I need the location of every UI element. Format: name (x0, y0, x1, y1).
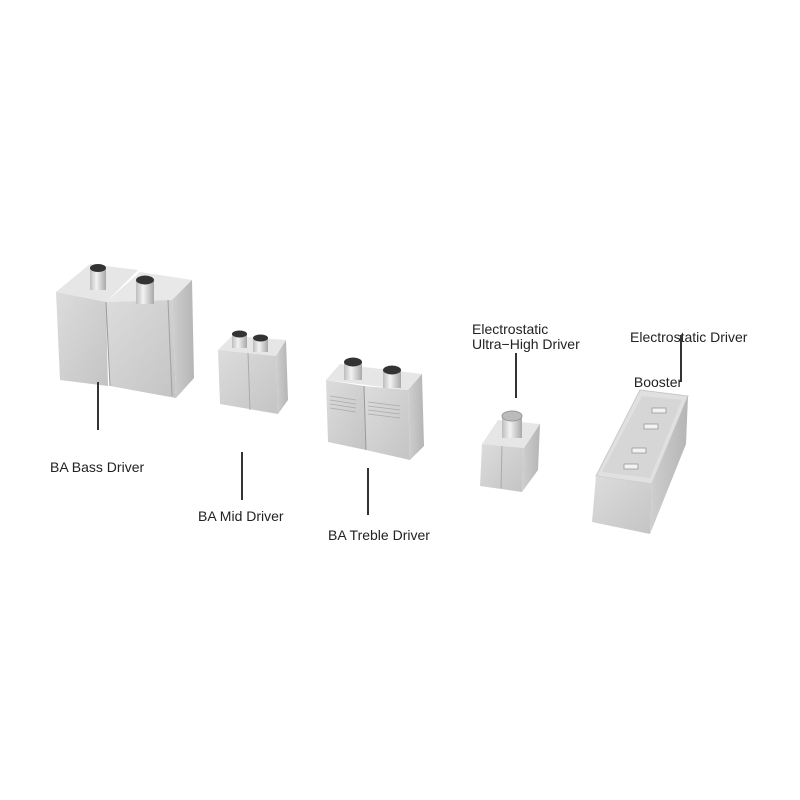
electrostatic-ultra-high-driver (480, 410, 540, 492)
electrostatic-driver-booster (592, 389, 689, 534)
label-ba-mid-driver: BA Mid Driver (198, 508, 284, 524)
label-electrostatic-driver-booster: Electrostatic Driver Booster (630, 300, 747, 405)
ba-bass-driver (56, 264, 194, 398)
label-line-1: Electrostatic Driver (630, 329, 748, 345)
ultra-leader-line (515, 353, 517, 398)
label-ba-treble-driver: BA Treble Driver (328, 527, 430, 543)
label-line-1: Electrostatic (472, 321, 549, 337)
label-line-2: Booster (630, 374, 683, 390)
ba-mid-driver (218, 330, 288, 414)
label-ba-bass-driver: BA Bass Driver (50, 459, 145, 475)
label-electrostatic-ultra-high-driver: Electrostatic Ultra−High Driver (472, 322, 580, 352)
booster-leader-line (680, 335, 682, 382)
bass-leader-line (97, 382, 99, 430)
ba-treble-driver (326, 357, 424, 460)
label-line-2: Ultra−High Driver (472, 336, 580, 352)
treble-leader-line (367, 468, 369, 515)
mid-leader-line (241, 452, 243, 500)
